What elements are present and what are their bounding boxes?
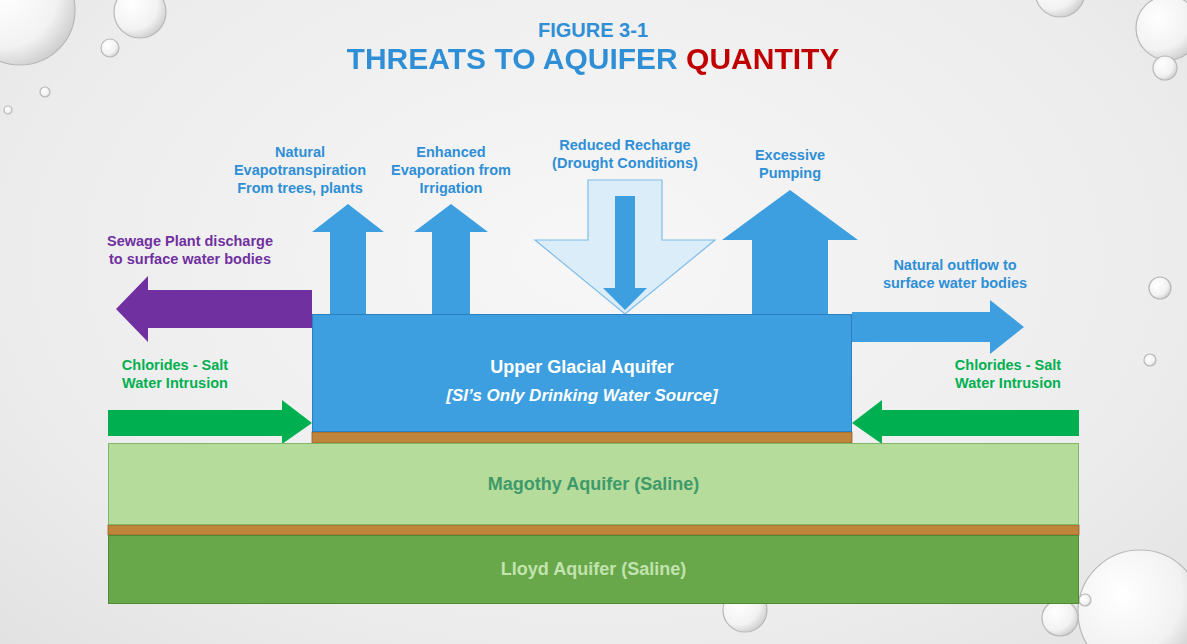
up-arrow <box>414 204 488 314</box>
intrusion-arrow <box>108 400 312 444</box>
layer-name: Magothy Aquifer (Saline) <box>488 474 699 495</box>
process-label: Sewage Plant discharge to surface water … <box>104 232 276 268</box>
clay-layer <box>108 525 1079 535</box>
aquifer-box: Upper Glacial Aquifer [SI’s Only Drinking… <box>312 314 852 432</box>
intrusion-arrow <box>852 400 1079 444</box>
right-arrow <box>852 300 1024 354</box>
layer-note: [SI’s Only Drinking Water Source] <box>446 386 717 406</box>
process-label: Natural Evapotranspiration From trees, p… <box>220 143 380 197</box>
figure-number: FIGURE 3-1 <box>443 18 743 42</box>
down-arrow <box>603 196 647 310</box>
aquifer-band: Magothy Aquifer (Saline) <box>108 443 1079 525</box>
process-label: Natural outflow to surface water bodies <box>869 256 1041 292</box>
layer-name: Lloyd Aquifer (Saline) <box>501 559 686 580</box>
aquifer-band: Lloyd Aquifer (Saline) <box>108 535 1079 604</box>
process-label: Chlorides - Salt Water Intrusion <box>938 356 1078 392</box>
up-arrow <box>312 204 384 314</box>
process-label: Enhanced Evaporation from Irrigation <box>376 143 526 197</box>
up-arrow <box>722 190 858 314</box>
recharge-arrow <box>535 180 715 314</box>
diagram-title: THREATS TO AQUIFER QUANTITY <box>347 42 840 76</box>
process-label: Chlorides - Salt Water Intrusion <box>105 356 245 392</box>
process-label: Reduced Recharge (Drought Conditions) <box>536 136 714 172</box>
clay-layer <box>312 432 852 443</box>
left-arrow <box>116 276 312 342</box>
layer-name: Upper Glacial Aquifer <box>490 357 673 378</box>
process-label: Excessive Pumping <box>738 146 842 182</box>
